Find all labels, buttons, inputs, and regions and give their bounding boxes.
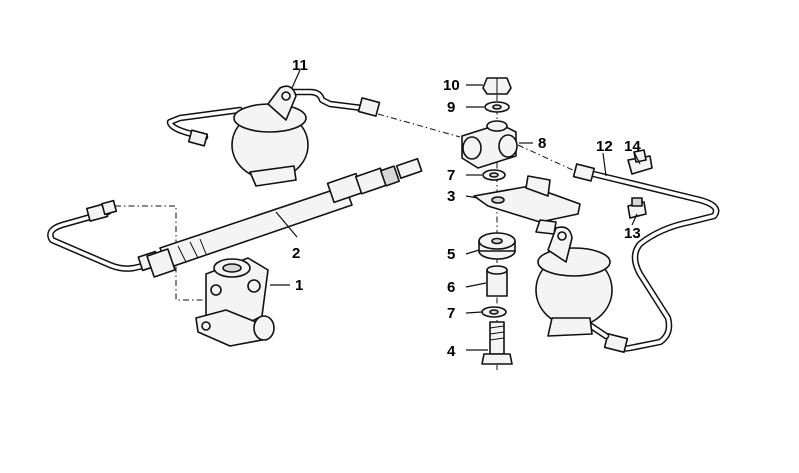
callout-6: 6: [447, 279, 455, 296]
callout-3: 3: [447, 188, 455, 205]
callout-13: 13: [624, 225, 641, 242]
callout-7-upper: 7: [447, 167, 455, 184]
t-piece: [461, 120, 518, 169]
callout-1: 1: [295, 277, 303, 294]
callout-5: 5: [447, 246, 455, 263]
accumulator-lower: [535, 226, 613, 337]
callout-12: 12: [596, 138, 613, 155]
callout-11: 11: [292, 57, 308, 74]
leader-lines: [270, 69, 641, 351]
callouts: 1 2 3 4 5 6 7 7 8 9 10 11 12 13 14: [292, 57, 641, 360]
callout-9: 9: [447, 99, 455, 116]
callout-14: 14: [624, 138, 641, 155]
brake-line-left: [47, 199, 164, 272]
callout-10: 10: [443, 77, 460, 94]
callout-4: 4: [447, 343, 456, 360]
callout-7-lower: 7: [447, 305, 455, 322]
brake-hose: [146, 157, 423, 278]
pressure-valve: [195, 257, 275, 347]
callout-8: 8: [538, 135, 546, 152]
accumulator-upper: [166, 85, 381, 187]
hardware-stack: [473, 77, 581, 365]
callout-2: 2: [292, 245, 300, 262]
brake-line-right: [572, 163, 720, 354]
